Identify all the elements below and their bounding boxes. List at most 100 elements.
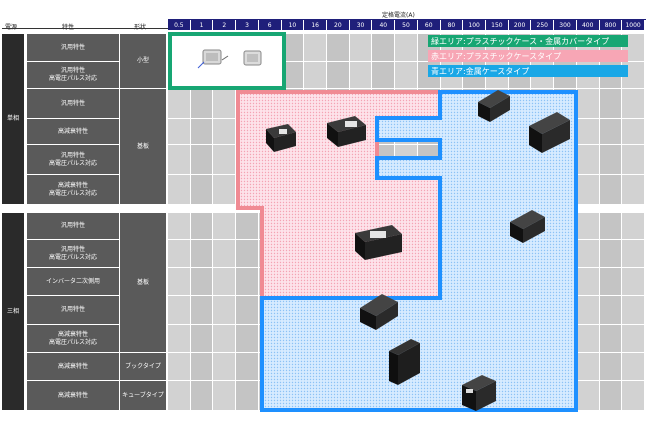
grid-cell: [599, 119, 623, 145]
row-label-characteristic: 汎用特性 高電圧パルス対応: [27, 62, 119, 89]
row-label-characteristic: 汎用特性: [27, 34, 119, 62]
grid-cell: [190, 119, 214, 145]
row-label-shape: 小型: [120, 34, 166, 89]
grid-cell: [190, 381, 214, 411]
row-label-characteristic: 汎用特性 高電圧パルス対応: [27, 240, 119, 268]
grid-cell: [622, 353, 645, 381]
row-label-characteristic: 高減衰特性 高電圧パルス対応: [27, 175, 119, 205]
current-column-header: 200: [508, 20, 532, 30]
grid-cell: [213, 89, 237, 119]
row-label-characteristic: 汎用特性: [27, 296, 119, 325]
grid-cell: [168, 119, 191, 145]
legend-blue: 青エリア:金属ケースタイプ: [428, 65, 628, 77]
green-area: [168, 32, 286, 90]
grid-cell: [190, 175, 214, 205]
grid-cell: [236, 381, 259, 411]
grid-cell: [236, 353, 259, 381]
current-column-header: 0.5: [168, 20, 191, 30]
grid-cell: [213, 240, 237, 268]
row-label-characteristic: 高減衰特性: [27, 119, 119, 145]
grid-cell: [576, 268, 600, 296]
grid-cell: [599, 213, 623, 240]
current-column-header: 150: [486, 20, 509, 30]
current-column-header: 30: [349, 20, 373, 30]
header-voltage: 電源: [5, 22, 17, 31]
grid-cell: [190, 268, 214, 296]
grid-cell: [213, 381, 237, 411]
grid-cell: [622, 268, 645, 296]
grid-cell: [281, 62, 305, 89]
grid-cell: [599, 240, 623, 268]
group-label-three-phase: 三相: [2, 213, 24, 411]
grid-cell: [622, 89, 645, 119]
row-label-characteristic: 汎用特性: [27, 89, 119, 119]
grid-cell: [576, 325, 600, 353]
header-characteristic: 特性: [62, 22, 74, 31]
row-label-shape: 基板: [120, 89, 166, 205]
current-column-header: 300: [554, 20, 577, 30]
current-column-header: 10: [281, 20, 305, 30]
grid-cell: [190, 240, 214, 268]
grid-cell: [190, 325, 214, 353]
grid-cell: [213, 213, 237, 240]
grid-cell: [236, 268, 259, 296]
grid-cell: [599, 296, 623, 325]
grid-cell: [236, 325, 259, 353]
grid-cell: [576, 381, 600, 411]
current-column-header: 800: [599, 20, 623, 30]
grid-cell: [168, 353, 191, 381]
grid-cell: [349, 34, 373, 62]
grid-cell: [576, 119, 600, 145]
grid-cell: [168, 89, 191, 119]
grid-cell: [599, 381, 623, 411]
current-column-header: 60: [417, 20, 441, 30]
grid-cell: [599, 268, 623, 296]
grid-cell: [168, 325, 191, 353]
grid-cell: [622, 240, 645, 268]
grid-cell: [168, 296, 191, 325]
grid-cell: [599, 325, 623, 353]
grid-cell: [327, 34, 350, 62]
row-label-characteristic: 汎用特性: [27, 213, 119, 240]
current-column-header: 1: [190, 20, 214, 30]
grid-cell: [236, 240, 259, 268]
grid-cell: [576, 213, 600, 240]
current-header-line: [168, 19, 646, 20]
grid-cell: [599, 145, 623, 175]
grid-cell: [622, 175, 645, 205]
row-label-characteristic: 高減衰特性: [27, 353, 119, 381]
row-label-characteristic: 高減衰特性: [27, 381, 119, 411]
grid-cell: [190, 213, 214, 240]
row-label-characteristic: インバータ二次側用: [27, 268, 119, 296]
grid-cell: [213, 145, 237, 175]
grid-cell: [281, 34, 305, 62]
grid-cell: [622, 213, 645, 240]
grid-cell: [372, 34, 396, 62]
current-column-header: 20: [327, 20, 350, 30]
grid-cell: [168, 175, 191, 205]
current-column-header: 3: [236, 20, 259, 30]
grid-cell: [622, 145, 645, 175]
grid-cell: [576, 296, 600, 325]
grid-cell: [190, 89, 214, 119]
row-label-shape: ブックタイプ: [120, 353, 166, 381]
grid-cell: [213, 353, 237, 381]
grid-cell: [213, 296, 237, 325]
current-column-header: 40: [372, 20, 396, 30]
grid-cell: [190, 145, 214, 175]
grid-cell: [213, 175, 237, 205]
grid-cell: [622, 119, 645, 145]
row-label-characteristic: 高減衰特性 高電圧パルス対応: [27, 325, 119, 353]
grid-cell: [168, 145, 191, 175]
grid-cell: [576, 89, 600, 119]
group-label-single-phase: 単相: [2, 34, 24, 205]
grid-cell: [327, 62, 350, 89]
current-column-header: 50: [395, 20, 418, 30]
grid-cell: [168, 381, 191, 411]
grid-cell: [576, 353, 600, 381]
current-column-header: 250: [531, 20, 555, 30]
grid-cell: [304, 34, 327, 62]
current-column-header: 16: [304, 20, 327, 30]
grid-cell: [213, 119, 237, 145]
